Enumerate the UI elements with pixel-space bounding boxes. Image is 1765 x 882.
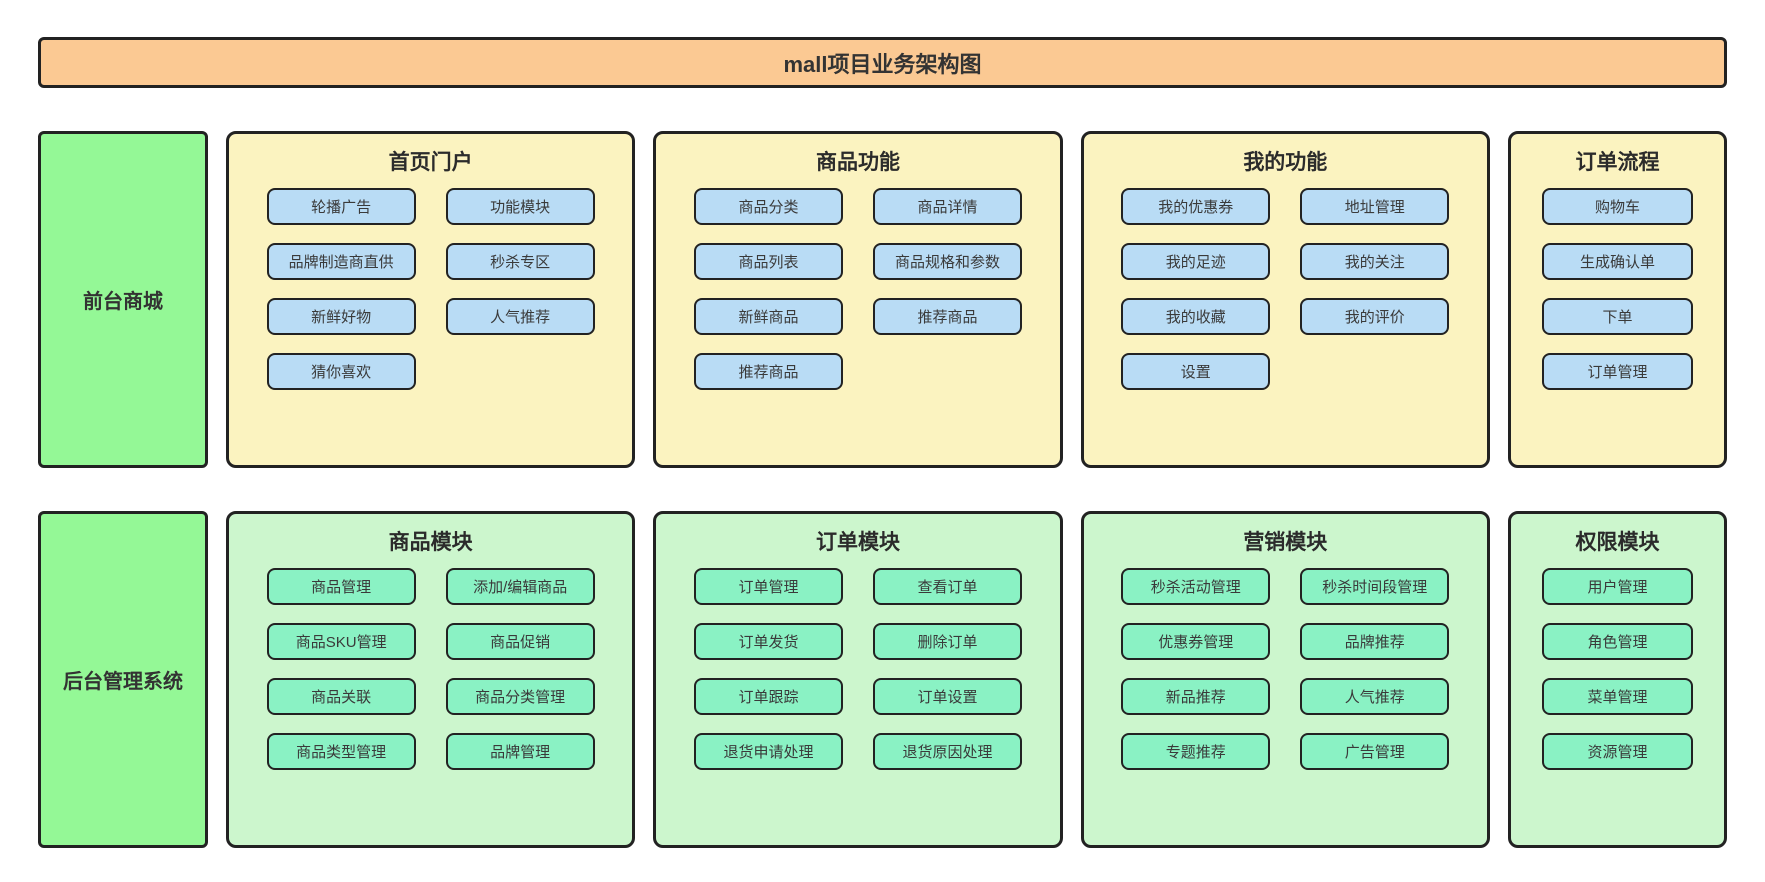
node-grid: 购物车 生成确认单 下单 订单管理 (1511, 188, 1724, 390)
module-node: 品牌管理 (445, 733, 595, 770)
module-node: 商品SKU管理 (266, 623, 416, 660)
module-node: 资源管理 (1541, 733, 1693, 770)
module-node: 新鲜好物 (266, 298, 416, 335)
module-node: 推荐商品 (693, 353, 843, 390)
panel-order-module: 订单模块 订单管理 查看订单 订单发货 删除订单 订单跟踪 订单设置 退货申请处… (653, 511, 1063, 848)
node-grid: 商品分类 商品详情 商品列表 商品规格和参数 新鲜商品 推荐商品 推荐商品 (656, 188, 1059, 390)
panel-title: 我的功能 (1243, 151, 1328, 174)
module-node: 购物车 (1541, 188, 1693, 225)
module-node: 查看订单 (872, 568, 1022, 605)
module-node: 秒杀专区 (445, 243, 595, 280)
front-mall-row: 前台商城 首页门户 轮播广告 功能模块 品牌制造商直供 秒杀专区 新鲜好物 人气… (38, 131, 1727, 468)
module-node: 商品关联 (266, 678, 416, 715)
module-node: 生成确认单 (1541, 243, 1693, 280)
module-node: 功能模块 (445, 188, 595, 225)
module-node: 猜你喜欢 (266, 353, 416, 390)
module-node: 订单管理 (1541, 353, 1693, 390)
module-node: 添加/编辑商品 (445, 568, 595, 605)
module-node: 广告管理 (1300, 733, 1450, 770)
module-node: 新鲜商品 (693, 298, 843, 335)
node-grid: 秒杀活动管理 秒杀时间段管理 优惠券管理 品牌推荐 新品推荐 人气推荐 专题推荐… (1084, 568, 1487, 770)
module-node: 我的足迹 (1121, 243, 1271, 280)
module-node: 订单跟踪 (693, 678, 843, 715)
admin-label: 后台管理系统 (38, 511, 208, 848)
panel-product-module: 商品模块 商品管理 添加/编辑商品 商品SKU管理 商品促销 商品关联 商品分类… (226, 511, 636, 848)
module-node: 商品详情 (872, 188, 1022, 225)
module-node: 用户管理 (1541, 568, 1693, 605)
node-grid: 轮播广告 功能模块 品牌制造商直供 秒杀专区 新鲜好物 人气推荐 猜你喜欢 (229, 188, 632, 390)
panel-title: 订单流程 (1575, 151, 1660, 174)
panel-order-flow: 订单流程 购物车 生成确认单 下单 订单管理 (1507, 131, 1727, 468)
module-node: 推荐商品 (872, 298, 1022, 335)
module-node: 角色管理 (1541, 623, 1693, 660)
diagram-title-bar: mall项目业务架构图 (38, 37, 1727, 88)
module-node: 商品分类管理 (445, 678, 595, 715)
module-node: 商品类型管理 (266, 733, 416, 770)
front-mall-label: 前台商城 (38, 131, 208, 468)
module-node: 品牌推荐 (1300, 623, 1450, 660)
module-node: 我的关注 (1300, 243, 1450, 280)
module-node: 订单管理 (693, 568, 843, 605)
module-node: 订单发货 (693, 623, 843, 660)
panel-title: 商品模块 (388, 531, 473, 554)
module-node: 人气推荐 (445, 298, 595, 335)
module-node: 商品规格和参数 (872, 243, 1022, 280)
module-node: 商品促销 (445, 623, 595, 660)
module-node: 商品列表 (693, 243, 843, 280)
panel-title: 营销模块 (1243, 531, 1328, 554)
module-node: 删除订单 (872, 623, 1022, 660)
module-node: 轮播广告 (266, 188, 416, 225)
panel-marketing-module: 营销模块 秒杀活动管理 秒杀时间段管理 优惠券管理 品牌推荐 新品推荐 人气推荐… (1080, 511, 1490, 848)
module-node: 专题推荐 (1121, 733, 1271, 770)
module-node: 我的收藏 (1121, 298, 1271, 335)
panel-title: 首页门户 (388, 151, 473, 174)
panel-permission-module: 权限模块 用户管理 角色管理 菜单管理 资源管理 (1507, 511, 1727, 848)
module-node: 人气推荐 (1300, 678, 1450, 715)
module-node: 商品分类 (693, 188, 843, 225)
module-node: 下单 (1541, 298, 1693, 335)
node-grid: 我的优惠券 地址管理 我的足迹 我的关注 我的收藏 我的评价 设置 (1084, 188, 1487, 390)
module-node: 设置 (1121, 353, 1271, 390)
module-node: 我的评价 (1300, 298, 1450, 335)
module-node: 我的优惠券 (1121, 188, 1271, 225)
panel-home-portal: 首页门户 轮播广告 功能模块 品牌制造商直供 秒杀专区 新鲜好物 人气推荐 猜你… (226, 131, 636, 468)
admin-row: 后台管理系统 商品模块 商品管理 添加/编辑商品 商品SKU管理 商品促销 商品… (38, 511, 1727, 848)
node-grid: 订单管理 查看订单 订单发货 删除订单 订单跟踪 订单设置 退货申请处理 退货原… (656, 568, 1059, 770)
module-node: 秒杀时间段管理 (1300, 568, 1450, 605)
node-grid: 商品管理 添加/编辑商品 商品SKU管理 商品促销 商品关联 商品分类管理 商品… (229, 568, 632, 770)
module-node: 订单设置 (872, 678, 1022, 715)
module-node: 商品管理 (266, 568, 416, 605)
module-node: 地址管理 (1300, 188, 1450, 225)
panel-title: 商品功能 (815, 151, 900, 174)
module-node: 优惠券管理 (1121, 623, 1271, 660)
panel-title: 订单模块 (815, 531, 900, 554)
module-node: 菜单管理 (1541, 678, 1693, 715)
diagram-title-text: mall项目业务架构图 (783, 51, 982, 77)
module-node: 品牌制造商直供 (266, 243, 416, 280)
module-node: 退货申请处理 (693, 733, 843, 770)
node-grid: 用户管理 角色管理 菜单管理 资源管理 (1511, 568, 1724, 770)
panel-product-features: 商品功能 商品分类 商品详情 商品列表 商品规格和参数 新鲜商品 推荐商品 推荐… (653, 131, 1063, 468)
module-node: 新品推荐 (1121, 678, 1271, 715)
panel-title: 权限模块 (1575, 531, 1660, 554)
module-node: 退货原因处理 (872, 733, 1022, 770)
panel-my-features: 我的功能 我的优惠券 地址管理 我的足迹 我的关注 我的收藏 我的评价 设置 (1080, 131, 1490, 468)
module-node: 秒杀活动管理 (1121, 568, 1271, 605)
